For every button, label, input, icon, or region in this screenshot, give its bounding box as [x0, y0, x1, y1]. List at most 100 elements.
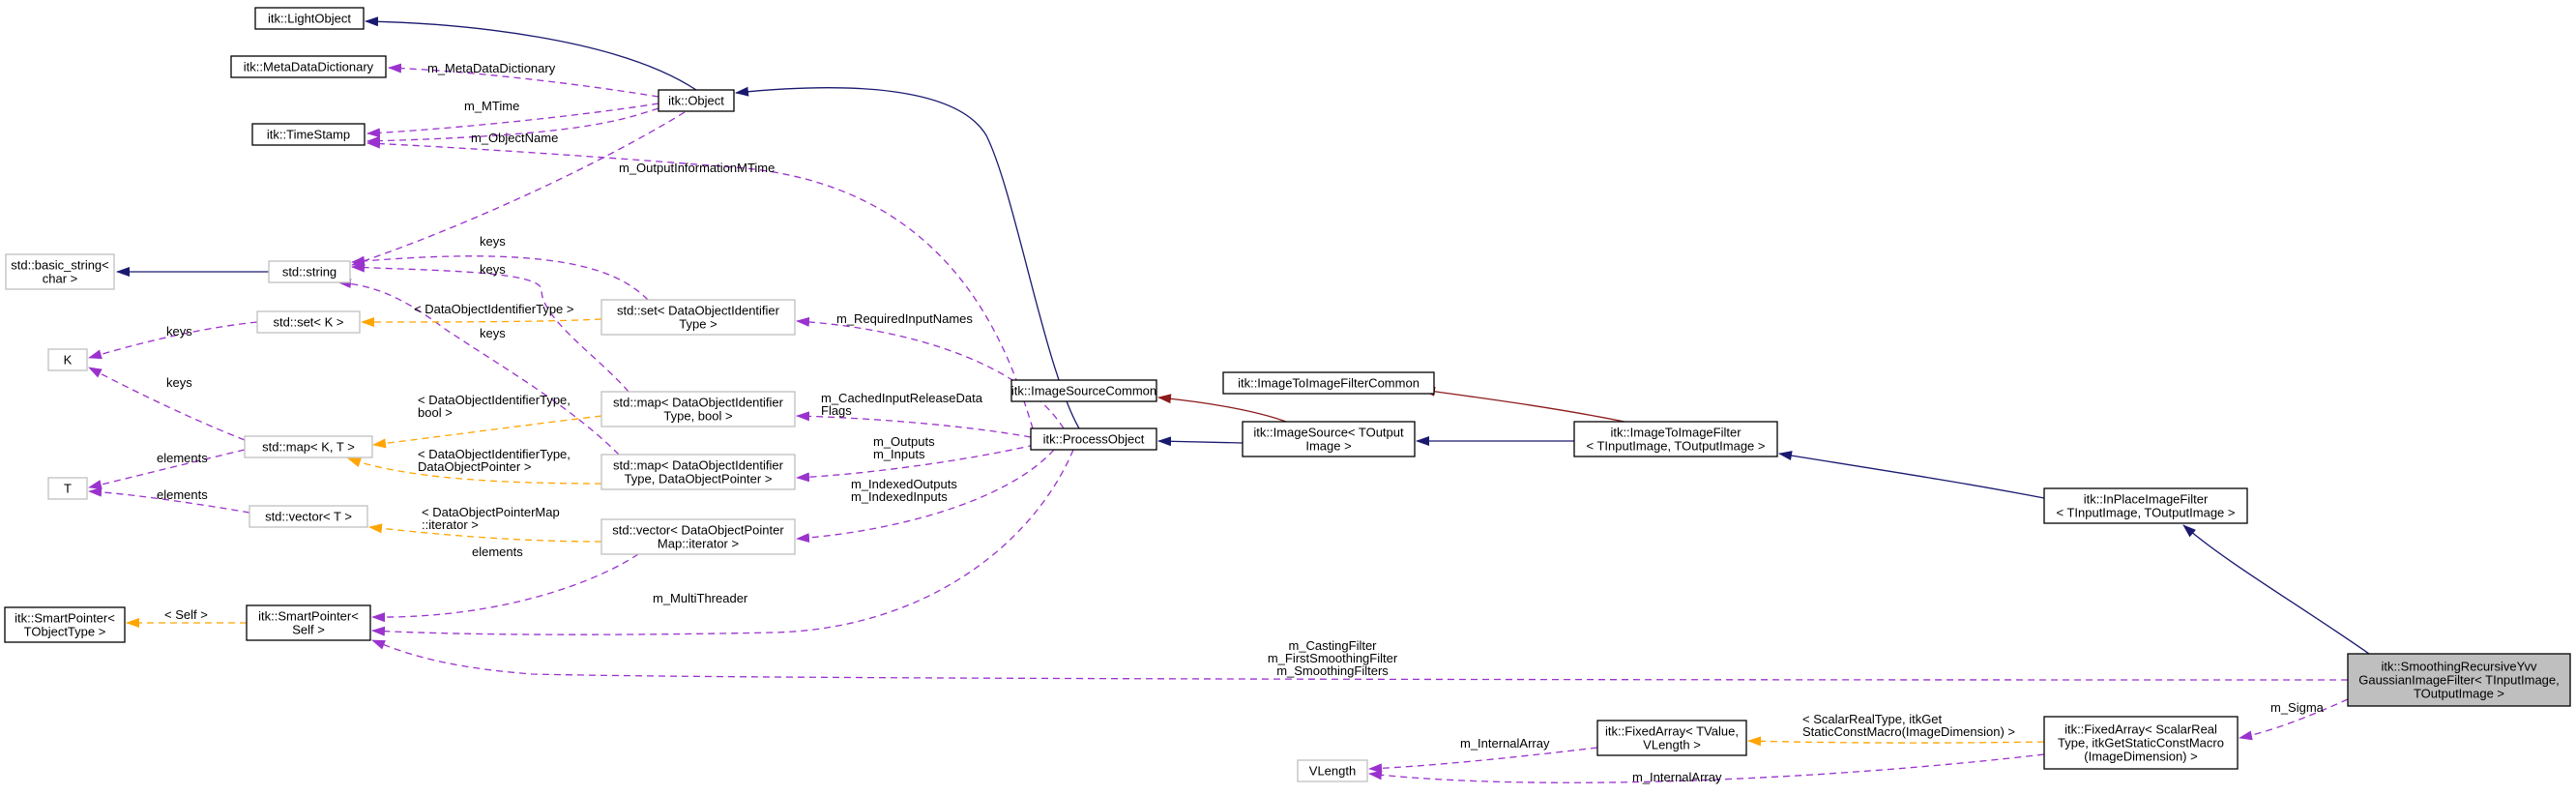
edge-fixedSR_sm: m_Sigma	[2239, 698, 2349, 741]
node-box-smoothing[interactable]	[2347, 653, 2571, 707]
node-box-lightobject[interactable]	[254, 7, 365, 30]
node-metadata[interactable]: itk::MetaDataDictionary	[230, 55, 387, 78]
edge-line-K_mapKT	[88, 367, 246, 441]
edge-label-fixedTV_fixedSR: StaticConstMacro(ImageDimension) >	[1802, 724, 2015, 739]
edge-line-mapKT_mapDOIbool	[372, 415, 602, 449]
node-box-imgsrccommon[interactable]	[1010, 379, 1157, 402]
node-label-T: T	[64, 482, 72, 496]
node-label-vectorT: std::vector< T >	[265, 510, 352, 524]
edge-setK_setDOI: < DataObjectIdentifierType >	[361, 302, 602, 327]
node-imgsrccommon[interactable]: itk::ImageSourceCommon	[1010, 379, 1157, 402]
edge-ss_mapDOIbool: keys	[351, 262, 629, 393]
node-box-vecDOPM[interactable]	[600, 518, 796, 555]
edge-label-fixedSR_sm: m_Sigma	[2270, 700, 2325, 715]
node-label-metadata: itk::MetaDataDictionary	[244, 60, 374, 74]
node-mapDOIptr[interactable]: std::map< DataObjectIdentifierType, Data…	[600, 454, 796, 490]
node-label-setDOI: std::set< DataObjectIdentifier	[617, 304, 780, 318]
node-box-vlength[interactable]	[1297, 759, 1368, 782]
node-box-fixedTV[interactable]	[1596, 720, 1747, 756]
edge-label-vecDOPM_po: m_IndexedInputs	[851, 489, 948, 504]
edge-line-ts_po2	[366, 138, 1034, 429]
node-label-sptself: itk::SmartPointer<	[258, 609, 359, 624]
node-box-T[interactable]	[47, 477, 88, 500]
node-box-sptself[interactable]	[246, 604, 371, 641]
node-basicstring[interactable]: std::basic_string<char >	[5, 253, 115, 290]
node-box-img2img[interactable]	[1573, 421, 1778, 457]
node-img2img[interactable]: itk::ImageToImageFilter< TInputImage, TO…	[1573, 421, 1778, 457]
edge-label-mapDOIbool_po: Flags	[821, 403, 852, 418]
node-box-object[interactable]	[658, 89, 735, 112]
edge-mapKT_mapDOIptr: < DataObjectIdentifierType,DataObjectPoi…	[347, 447, 602, 485]
node-lightobject[interactable]: itk::LightObject	[254, 7, 365, 30]
edge-line-lo_obj	[365, 16, 697, 91]
node-inplace[interactable]: itk::InPlaceImageFilter< TInputImage, TO…	[2043, 487, 2248, 524]
node-timestamp[interactable]: itk::TimeStamp	[251, 123, 366, 146]
node-sptself[interactable]: itk::SmartPointer<Self >	[246, 604, 371, 641]
node-box-mapDOIptr[interactable]	[600, 454, 796, 490]
node-object[interactable]: itk::Object	[658, 89, 735, 112]
node-label-imgsrccommon: itk::ImageSourceCommon	[1011, 384, 1156, 398]
node-box-K[interactable]	[47, 348, 88, 371]
edge-label-mapKT_mapDOIbool: bool >	[418, 405, 453, 420]
edge-ss_setDOI: keys	[351, 234, 649, 301]
edge-ts_obj: m_MTime	[366, 99, 659, 138]
node-vecDOPM[interactable]: std::vector< DataObjectPointerMap::itera…	[600, 518, 796, 555]
edge-label-K_mapKT: keys	[166, 375, 192, 390]
edge-sptself_vecDOPM: elements	[371, 545, 639, 623]
edge-lo_obj	[365, 16, 697, 91]
node-mapKT[interactable]: std::map< K, T >	[244, 435, 373, 458]
edge-line-ss_mapDOIptr	[337, 278, 620, 456]
node-box-metadata[interactable]	[230, 55, 387, 78]
node-label-inplace: itk::InPlaceImageFilter	[2084, 492, 2209, 507]
node-mapDOIbool[interactable]: std::map< DataObjectIdentifierType, bool…	[600, 391, 796, 427]
node-box-processobject[interactable]	[1030, 427, 1157, 451]
node-vectorT[interactable]: std::vector< T >	[249, 505, 368, 528]
node-label-sptobj: TObjectType >	[24, 625, 106, 639]
node-imagesource[interactable]: itk::ImageSource< TOutputImage >	[1242, 421, 1416, 457]
node-sptobj[interactable]: itk::SmartPointer<TObjectType >	[4, 606, 126, 643]
node-K[interactable]: K	[47, 348, 88, 371]
edge-md_obj: m_MetaDataDictionary	[388, 61, 659, 98]
node-box-setDOI[interactable]	[600, 299, 796, 336]
node-setDOI[interactable]: std::set< DataObjectIdentifierType >	[600, 299, 796, 336]
edge-line-md_obj	[388, 63, 659, 98]
node-label-inplace: < TInputImage, TOutputImage >	[2056, 506, 2235, 520]
node-box-img2imgcommon[interactable]	[1222, 371, 1435, 395]
node-box-imagesource[interactable]	[1242, 421, 1416, 457]
node-img2imgcommon[interactable]: itk::ImageToImageFilterCommon	[1222, 371, 1435, 395]
node-box-basicstring[interactable]	[5, 253, 115, 290]
node-vlength[interactable]: VLength	[1297, 759, 1368, 782]
node-box-mapKT[interactable]	[244, 435, 373, 458]
node-label-img2img: itk::ImageToImageFilter	[1610, 426, 1742, 440]
node-fixedTV[interactable]: itk::FixedArray< TValue,VLength >	[1596, 720, 1747, 756]
edge-label-sptobj_sptself: < Self >	[164, 607, 208, 622]
node-label-sptself: Self >	[292, 623, 325, 637]
node-box-sptobj[interactable]	[4, 606, 126, 643]
node-label-basicstring: char >	[43, 272, 78, 286]
edge-label-ts_po: m_ObjectName	[471, 131, 558, 145]
edge-line-mapKT_mapDOIptr	[347, 457, 602, 485]
node-box-inplace[interactable]	[2043, 487, 2248, 524]
node-label-smoothing: GaussianImageFilter< TInputImage,	[2358, 673, 2560, 688]
node-T[interactable]: T	[47, 477, 88, 500]
edge-T_vecT: elements	[88, 486, 250, 514]
node-box-mapDOIbool[interactable]	[600, 391, 796, 427]
node-processobject[interactable]: itk::ProcessObject	[1030, 427, 1157, 451]
node-box-setK[interactable]	[256, 310, 361, 334]
node-box-stdstring[interactable]	[268, 260, 351, 283]
node-label-fixedTV: VLength >	[1643, 738, 1701, 752]
edge-label-vecT_vecDOPM: ::iterator >	[422, 517, 479, 532]
node-setK[interactable]: std::set< K >	[256, 310, 361, 334]
edge-label-T_vecT: elements	[157, 487, 208, 502]
node-box-timestamp[interactable]	[251, 123, 366, 146]
edge-label-sptself_sm: m_SmoothingFilters	[1276, 663, 1389, 678]
node-fixedSR[interactable]: itk::FixedArray< ScalarRealType, itkGetS…	[2043, 716, 2239, 770]
edge-sptself_po: m_MultiThreader	[371, 449, 1074, 636]
node-box-fixedSR[interactable]	[2043, 716, 2239, 770]
node-label-vlength: VLength	[1309, 764, 1356, 779]
edge-line-sptself_sm	[371, 639, 2349, 681]
node-smoothing[interactable]: itk::SmoothingRecursiveYvvGaussianImageF…	[2347, 653, 2571, 707]
node-stdstring[interactable]: std::string	[268, 260, 351, 283]
node-box-vectorT[interactable]	[249, 505, 368, 528]
